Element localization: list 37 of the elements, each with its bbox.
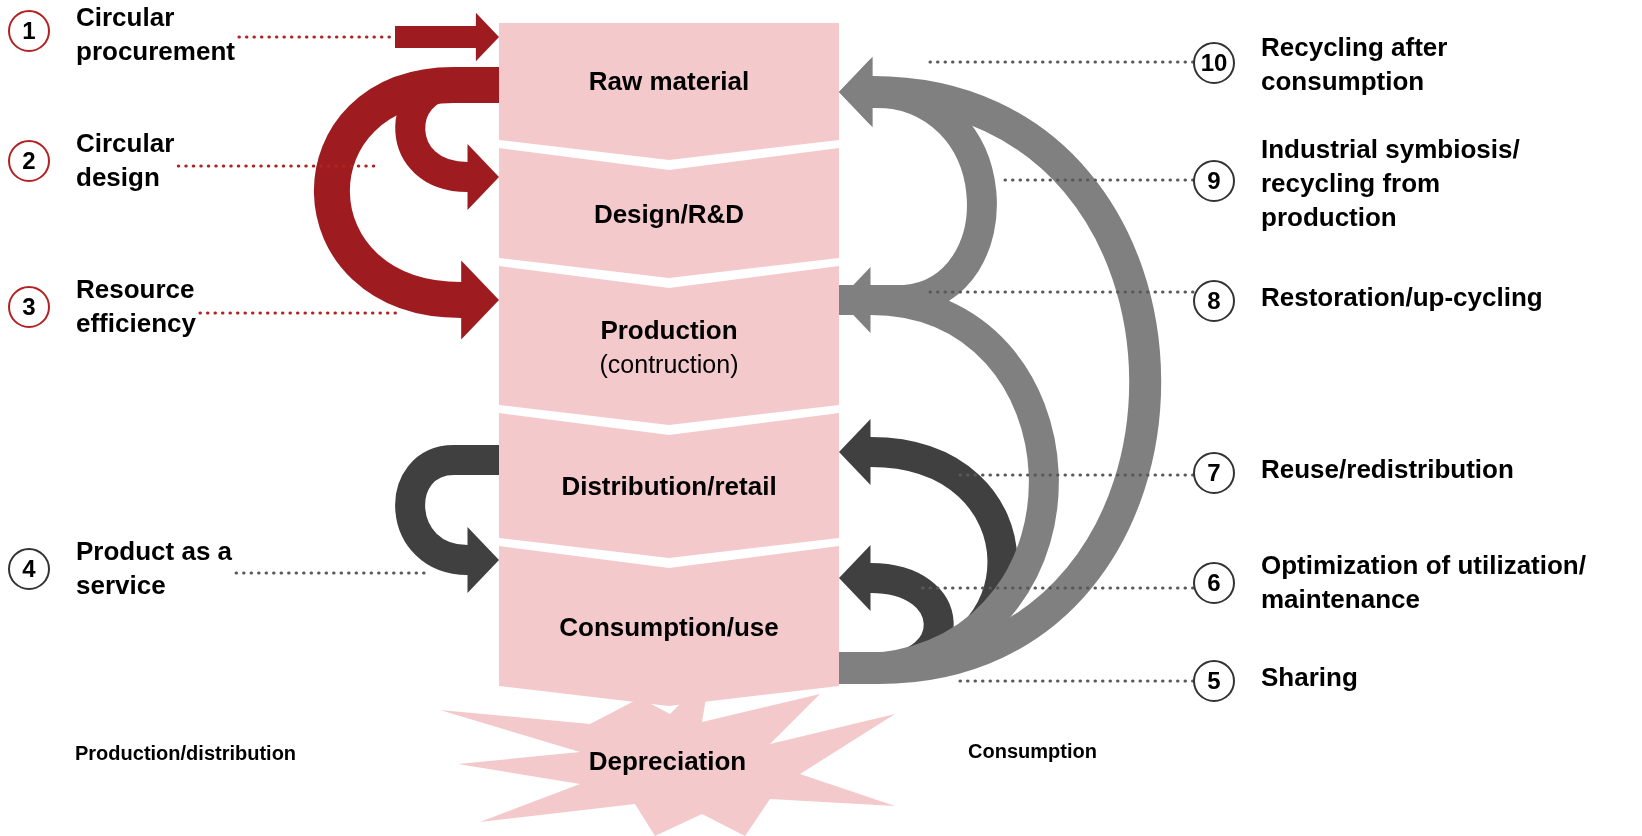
curved-arrow — [839, 56, 1161, 684]
callout-text: Reuse/redistribution — [1261, 453, 1515, 486]
section-label: Consumption — [968, 740, 1097, 763]
number-circle: 4 — [8, 548, 50, 590]
number-circle: 10 — [1193, 42, 1235, 84]
number-circle: 7 — [1193, 452, 1235, 494]
callout-text: Recycling after consumption — [1261, 31, 1449, 98]
stage-label: Depreciation — [588, 745, 747, 777]
curved-arrow — [314, 67, 499, 340]
stage-label: Distribution/retail — [561, 471, 777, 502]
number-circle: 6 — [1193, 562, 1235, 604]
number-circle: 1 — [8, 10, 50, 52]
leader-line — [234, 571, 427, 575]
curved-arrow — [395, 445, 499, 593]
number-circle: 3 — [8, 286, 50, 328]
stage-note: (contruction) — [599, 349, 739, 379]
stage-label: Production — [600, 314, 738, 346]
leader-line — [1003, 178, 1195, 182]
stage-label: Raw material — [588, 66, 750, 97]
callout-text: Sharing — [1261, 661, 1359, 694]
number-circle: 2 — [8, 140, 50, 182]
callout-text: Resource efficiency — [76, 273, 197, 340]
section-label: Production/distribution — [75, 742, 297, 765]
leader-line — [918, 586, 1195, 590]
callout-text: Optimization of utilization/ maintenance — [1261, 549, 1587, 616]
number-circle: 8 — [1193, 280, 1235, 322]
callout-text: Circular procurement — [76, 1, 236, 68]
callout-text: Industrial symbiosis/ recycling from production — [1261, 133, 1521, 234]
stage-label: Consumption/use — [559, 611, 779, 643]
leader-line — [928, 290, 1195, 294]
stage-label: Design/R&D — [593, 198, 745, 230]
callout-text: Circular design — [76, 127, 176, 194]
number-circle: 5 — [1193, 660, 1235, 702]
number-circle: 9 — [1193, 160, 1235, 202]
callout-text: Restoration/up-cycling — [1261, 281, 1544, 314]
callout-text: Product as a service — [76, 535, 234, 602]
leader-line — [958, 473, 1195, 477]
